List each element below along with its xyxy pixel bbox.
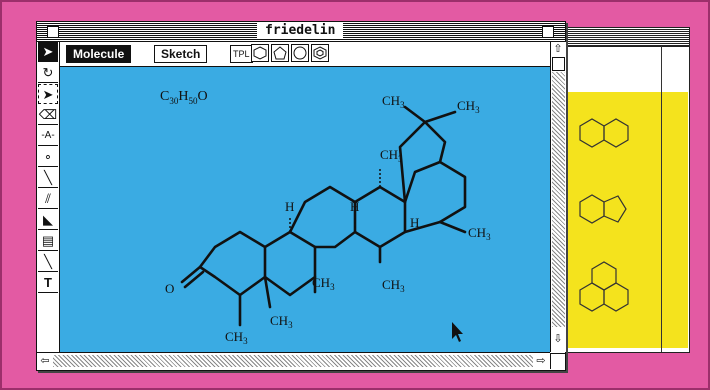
horizontal-scroll-track[interactable] [53, 355, 533, 367]
vertical-scroll-track[interactable] [552, 72, 565, 327]
line-icon[interactable]: ╲ [38, 252, 58, 272]
ch3-label-c: CH3 [312, 275, 335, 292]
drawing-canvas[interactable]: C30H50O [60, 67, 550, 352]
resize-grip-icon[interactable] [550, 353, 565, 369]
ring-b-bonds [263, 230, 317, 297]
friedelin-window[interactable]: friedelin ➤ ↻ ➤ ⌫ -A- ∘ ╲ ⫽ ◣ ▤ ╲ T Mole… [36, 21, 566, 371]
sketch-mode-button[interactable]: Sketch [154, 45, 208, 63]
ring-a-bonds [198, 230, 267, 297]
template-naphthalene-ring-2 [603, 118, 629, 148]
tool-palette: ➤ ↻ ➤ ⌫ -A- ∘ ╲ ⫽ ◣ ▤ ╲ T [37, 42, 60, 352]
wedge-bond-icon[interactable]: ◣ [38, 210, 58, 230]
scroll-down-arrow-icon[interactable]: ⇩ [553, 333, 563, 345]
hexagon-template-icon[interactable] [251, 44, 269, 62]
close-box[interactable] [47, 26, 59, 38]
circle-template-icon[interactable] [291, 44, 309, 62]
molecule-mode-button[interactable]: Molecule [66, 45, 132, 63]
template-panel[interactable] [561, 92, 688, 348]
template-triple-ring-right [603, 282, 629, 312]
chain-icon[interactable]: ∘ [38, 147, 58, 167]
h-label-3: H [410, 215, 419, 230]
vertical-scroll-thumb[interactable] [552, 57, 565, 71]
template-triple-ring-top [591, 261, 617, 291]
window-titlebar[interactable]: friedelin [37, 22, 565, 42]
ketone-double-bond [180, 265, 202, 284]
friedelin-structure[interactable]: O H H H CH3 CH3 CH3 CH3 CH3 CH3 CH3 CH3 [60, 67, 550, 352]
single-bond-icon[interactable]: ╲ [38, 168, 58, 188]
ch3-label-upper: CH3 [380, 147, 403, 164]
ch3-label-bottom: CH3 [225, 329, 248, 346]
benzene-template-icon[interactable] [311, 44, 329, 62]
h-label-1: H [285, 199, 294, 214]
methyl-bond-top-right [423, 110, 457, 124]
horizontal-scrollbar[interactable]: ⇦ ⇨ [37, 352, 550, 370]
oxygen-label: O [165, 281, 174, 296]
ketone-double-bond-2 [183, 270, 205, 289]
molecular-formula: C30H50O [160, 89, 208, 106]
text-tool-icon[interactable]: T [38, 273, 58, 293]
lasso-icon[interactable]: ↻ [38, 63, 58, 83]
window-title: friedelin [257, 23, 344, 39]
arrow-select-icon[interactable]: ➤ [38, 42, 58, 62]
methyl-bond-right [438, 220, 467, 234]
template-window[interactable] [552, 27, 690, 353]
double-bond-icon[interactable]: ⫽ [38, 189, 58, 209]
pentagon-template-icon[interactable] [271, 44, 289, 62]
template-window-titlebar[interactable] [553, 28, 689, 47]
template-shapes[interactable] [562, 92, 688, 348]
template-fused-ring-1 [579, 194, 605, 224]
ch3-label-d: CH3 [382, 277, 405, 294]
methyl-bond-b [263, 275, 272, 309]
h-label-2: H [350, 199, 359, 214]
template-fused-ring-2 [603, 195, 627, 223]
template-triple-ring-left [579, 282, 605, 312]
template-window-divider [661, 46, 662, 352]
vertical-scrollbar[interactable]: ⇧ ⇩ [550, 42, 566, 352]
zoom-box[interactable] [542, 26, 554, 38]
marquee-select-icon[interactable]: ➤ [38, 84, 58, 104]
ch3-label-top-right: CH3 [457, 98, 480, 115]
hashed-bond-icon[interactable]: ▤ [38, 231, 58, 251]
ch3-label-top-left: CH3 [382, 93, 405, 110]
ch3-label-b: CH3 [270, 313, 293, 330]
methyl-bond-top-left [403, 105, 427, 124]
scroll-up-arrow-icon[interactable]: ⇧ [553, 43, 563, 55]
mouse-pointer-icon [452, 322, 463, 342]
template-button[interactable]: TPL [230, 45, 253, 63]
scroll-right-arrow-icon[interactable]: ⇨ [536, 355, 546, 367]
template-naphthalene-ring-1 [579, 118, 605, 148]
mode-toolbar: Molecule Sketch TPL [60, 42, 550, 67]
text-atom-icon[interactable]: -A- [38, 126, 58, 146]
ch3-label-right: CH3 [468, 225, 491, 242]
ring-d-bonds [353, 185, 407, 249]
scroll-left-arrow-icon[interactable]: ⇦ [40, 355, 50, 367]
eraser-icon[interactable]: ⌫ [38, 105, 58, 125]
